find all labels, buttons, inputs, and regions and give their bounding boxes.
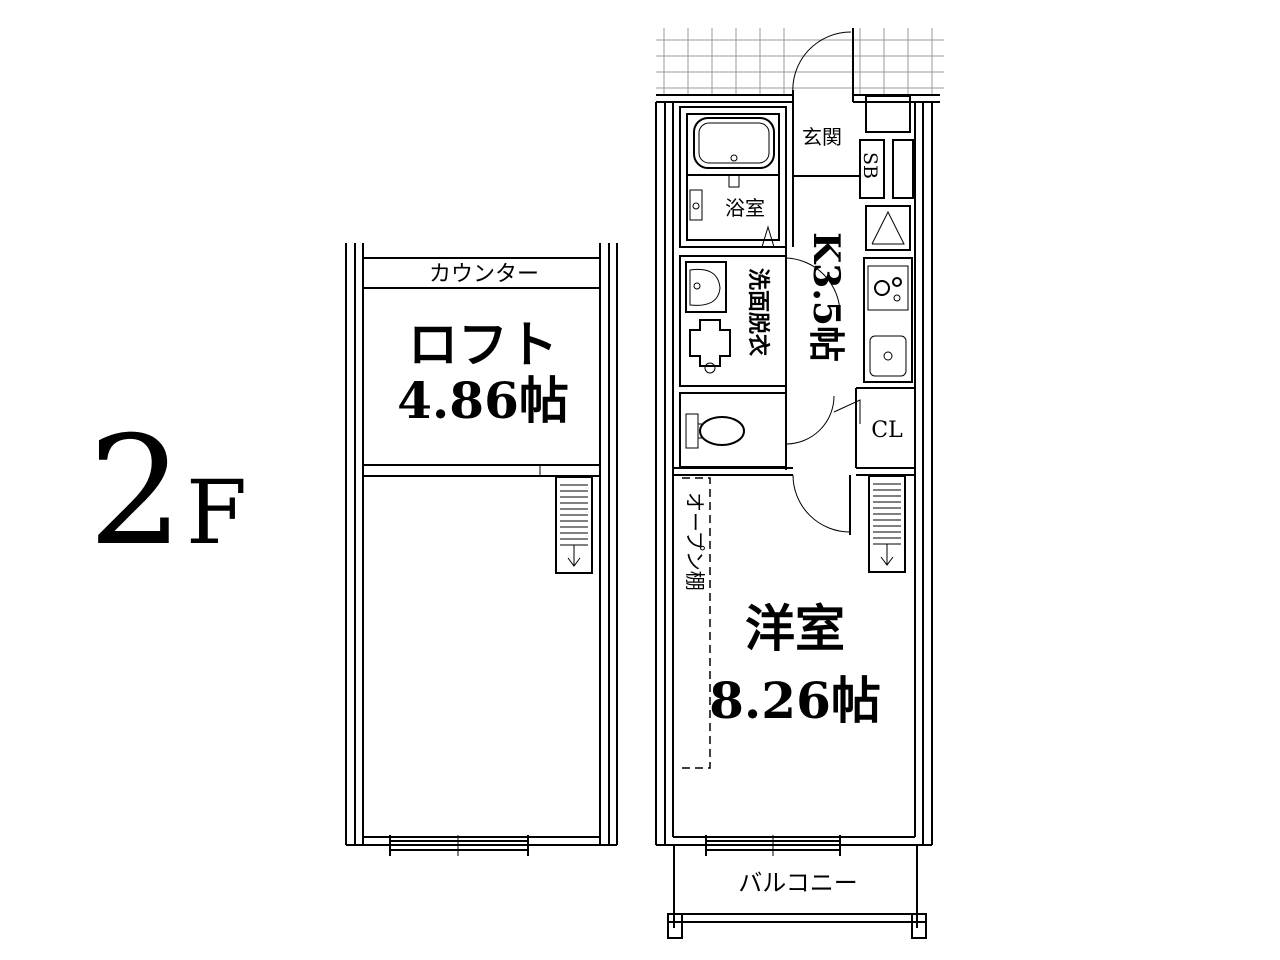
loft-plan: カウンター ロフト 4.86帖 [345, 243, 618, 856]
counter-label: カウンター [429, 262, 539, 287]
unit-stair-treads [873, 483, 901, 566]
unit-plan: 浴室 玄関 SB K3.5帖 洗面脱衣 [655, 28, 944, 939]
bath-label: 浴室 [725, 196, 765, 220]
closet-label: CL [871, 418, 903, 443]
floor-number: 2 [88, 405, 183, 579]
washroom-label: 洗面脱衣 [745, 268, 771, 356]
genkan-label: 玄関 [802, 125, 842, 149]
western-room-size: 8.26帖 [709, 671, 881, 730]
floor-letter: F [186, 461, 247, 564]
kitchen-label: K3.5帖 [805, 232, 847, 362]
sb-label: SB [859, 152, 881, 179]
western-room-name: 洋室 [745, 599, 845, 658]
open-shelf-label: オープン棚 [683, 492, 707, 591]
balcony-label: バルコニー [738, 869, 858, 897]
entrance-grid [656, 28, 944, 96]
loft-room-name: ロフト [408, 315, 558, 374]
loft-stair-treads [560, 484, 588, 567]
loft-room-size: 4.86帖 [397, 371, 569, 430]
